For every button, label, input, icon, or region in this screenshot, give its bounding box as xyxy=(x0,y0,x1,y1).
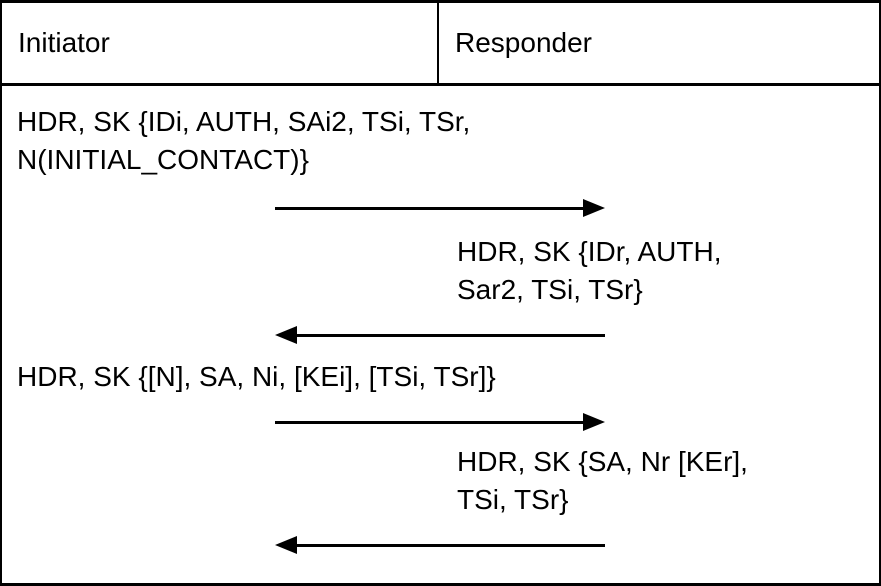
initiator-header-cell: Initiator xyxy=(2,3,439,83)
arrowhead-right-icon xyxy=(583,199,605,217)
message-1-arrow-right xyxy=(275,199,605,217)
message-3-arrow-right xyxy=(275,413,605,431)
arrowhead-left-icon xyxy=(275,326,297,344)
message-4-arrow-left xyxy=(275,536,605,554)
message-3-line-1: HDR, SK {[N], SA, Ni, [KEi], [TSi, TSr]} xyxy=(17,361,496,392)
message-4-text: HDR, SK {SA, Nr [KEr], TSi, TSr} xyxy=(457,443,748,519)
message-1-line-2: N(INITIAL_CONTACT)} xyxy=(17,144,309,175)
initiator-label: Initiator xyxy=(18,27,110,58)
responder-label: Responder xyxy=(455,27,592,58)
message-4-line-1: HDR, SK {SA, Nr [KEr], xyxy=(457,446,748,477)
arrow-shaft xyxy=(275,420,587,424)
arrow-shaft xyxy=(293,333,605,337)
message-2-line-1: HDR, SK {IDr, AUTH, xyxy=(457,236,722,267)
arrowhead-right-icon xyxy=(583,413,605,431)
arrowhead-left-icon xyxy=(275,536,297,554)
responder-header-cell: Responder xyxy=(439,3,879,83)
message-3-text: HDR, SK {[N], SA, Ni, [KEi], [TSi, TSr]} xyxy=(17,358,496,396)
message-2-text: HDR, SK {IDr, AUTH, Sar2, TSi, TSr} xyxy=(457,233,722,309)
header-row: Initiator Responder xyxy=(2,3,879,86)
message-1-text: HDR, SK {IDi, AUTH, SAi2, TSi, TSr, N(IN… xyxy=(17,103,470,179)
message-1-line-1: HDR, SK {IDi, AUTH, SAi2, TSi, TSr, xyxy=(17,106,471,137)
arrow-shaft xyxy=(275,206,587,210)
arrow-shaft xyxy=(293,543,605,547)
message-2-arrow-left xyxy=(275,326,605,344)
message-4-line-2: TSi, TSr} xyxy=(457,484,569,515)
message-2-line-2: Sar2, TSi, TSr} xyxy=(457,274,643,305)
